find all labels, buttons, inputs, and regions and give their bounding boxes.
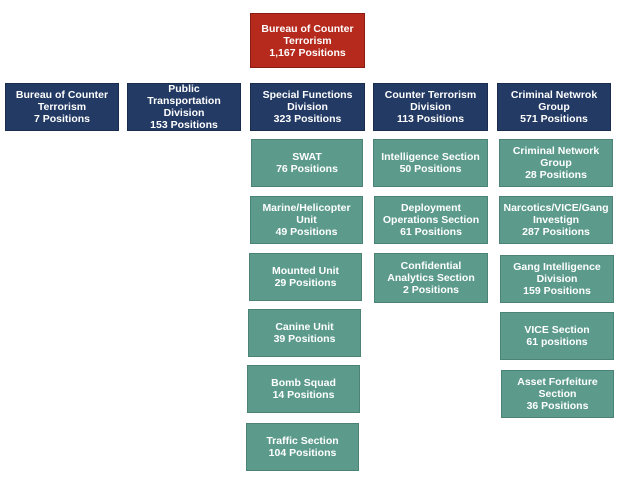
- unit-narcotics-vice-gang: Narcotics/VICE/Gang Investign 287 Positi…: [499, 196, 613, 244]
- node-count: 323 Positions: [273, 113, 342, 125]
- node-name: VICE Section: [524, 324, 590, 336]
- node-count: 153 Positions: [150, 119, 218, 131]
- node-count: 28 Positions: [525, 169, 587, 181]
- unit-criminal-network-group: Criminal Network Group 28 Positions: [499, 139, 613, 187]
- node-name: Criminal Netwrok Group: [510, 89, 598, 113]
- node-count: 61 Positions: [400, 226, 462, 238]
- division-criminal-netwrok-group: Criminal Netwrok Group 571 Positions: [497, 83, 611, 131]
- node-count: 76 Positions: [276, 163, 338, 175]
- node-name: Special Functions Division: [262, 89, 353, 113]
- division-bureau-of-counter-terrorism: Bureau of Counter Terrorism 7 Positions: [5, 83, 119, 131]
- node-name: Traffic Section: [266, 435, 339, 447]
- node-count: 159 Positions: [523, 285, 591, 297]
- node-name: Confidential Analytics Section: [387, 260, 475, 284]
- unit-canine: Canine Unit 39 Positions: [248, 309, 361, 357]
- unit-asset-forfeiture: Asset Forfeiture Section 36 Positions: [501, 370, 614, 418]
- node-name: Narcotics/VICE/Gang Investign: [503, 202, 609, 226]
- unit-gang-intelligence: Gang Intelligence Division 159 Positions: [500, 255, 614, 303]
- unit-traffic: Traffic Section 104 Positions: [246, 423, 359, 471]
- unit-swat: SWAT 76 Positions: [251, 139, 363, 187]
- node-name: Bureau of Counter Terrorism: [15, 89, 109, 113]
- node-name: Bomb Squad: [271, 377, 336, 389]
- node-name: Public Transportation Division: [147, 83, 221, 119]
- node-name: Intelligence Section: [381, 151, 480, 163]
- node-count: 7 Positions: [33, 113, 90, 125]
- node-count: 36 Positions: [526, 400, 589, 412]
- node-name: Deployment Operations Section: [382, 202, 480, 226]
- node-name: Counter Terrorism Division: [384, 89, 477, 113]
- node-count: 2 Positions: [402, 284, 459, 296]
- node-count: 571 Positions: [520, 113, 588, 125]
- node-count: 50 Positions: [399, 163, 462, 175]
- node-count: 29 Positions: [274, 277, 337, 289]
- unit-confidential-analytics: Confidential Analytics Section 2 Positio…: [374, 253, 488, 303]
- division-special-functions: Special Functions Division 323 Positions: [250, 83, 365, 131]
- root-node: Bureau of Counter Terrorism 1,167 Positi…: [250, 13, 365, 68]
- node-name: SWAT: [292, 151, 322, 163]
- node-name: Marine/Helicopter Unit: [262, 202, 351, 226]
- node-count: 287 Positions: [522, 226, 590, 238]
- node-count: 61 positions: [526, 336, 588, 348]
- node-name: Gang Intelligence Division: [513, 261, 601, 285]
- unit-mounted: Mounted Unit 29 Positions: [249, 253, 362, 301]
- node-count: 1,167 Positions: [269, 46, 346, 59]
- node-count: 49 Positions: [275, 226, 338, 238]
- node-name: Mounted Unit: [271, 265, 340, 277]
- unit-marine-helicopter: Marine/Helicopter Unit 49 Positions: [250, 196, 363, 244]
- division-public-transportation: Public Transportation Division 153 Posit…: [127, 83, 241, 131]
- node-count: 14 Positions: [272, 389, 335, 401]
- unit-vice: VICE Section 61 positions: [500, 312, 614, 360]
- node-name: Canine Unit: [275, 321, 334, 333]
- node-count: 104 Positions: [268, 447, 337, 459]
- node-name: Criminal Network Group: [512, 145, 600, 169]
- unit-deployment-operations: Deployment Operations Section 61 Positio…: [374, 196, 488, 244]
- node-count: 113 Positions: [396, 113, 465, 125]
- division-counter-terrorism: Counter Terrorism Division 113 Positions: [373, 83, 488, 131]
- node-name: Asset Forfeiture Section: [517, 376, 598, 400]
- unit-bomb-squad: Bomb Squad 14 Positions: [247, 365, 360, 413]
- node-name: Bureau of Counter Terrorism: [261, 22, 354, 47]
- node-count: 39 Positions: [273, 333, 336, 345]
- unit-intelligence: Intelligence Section 50 Positions: [373, 139, 488, 187]
